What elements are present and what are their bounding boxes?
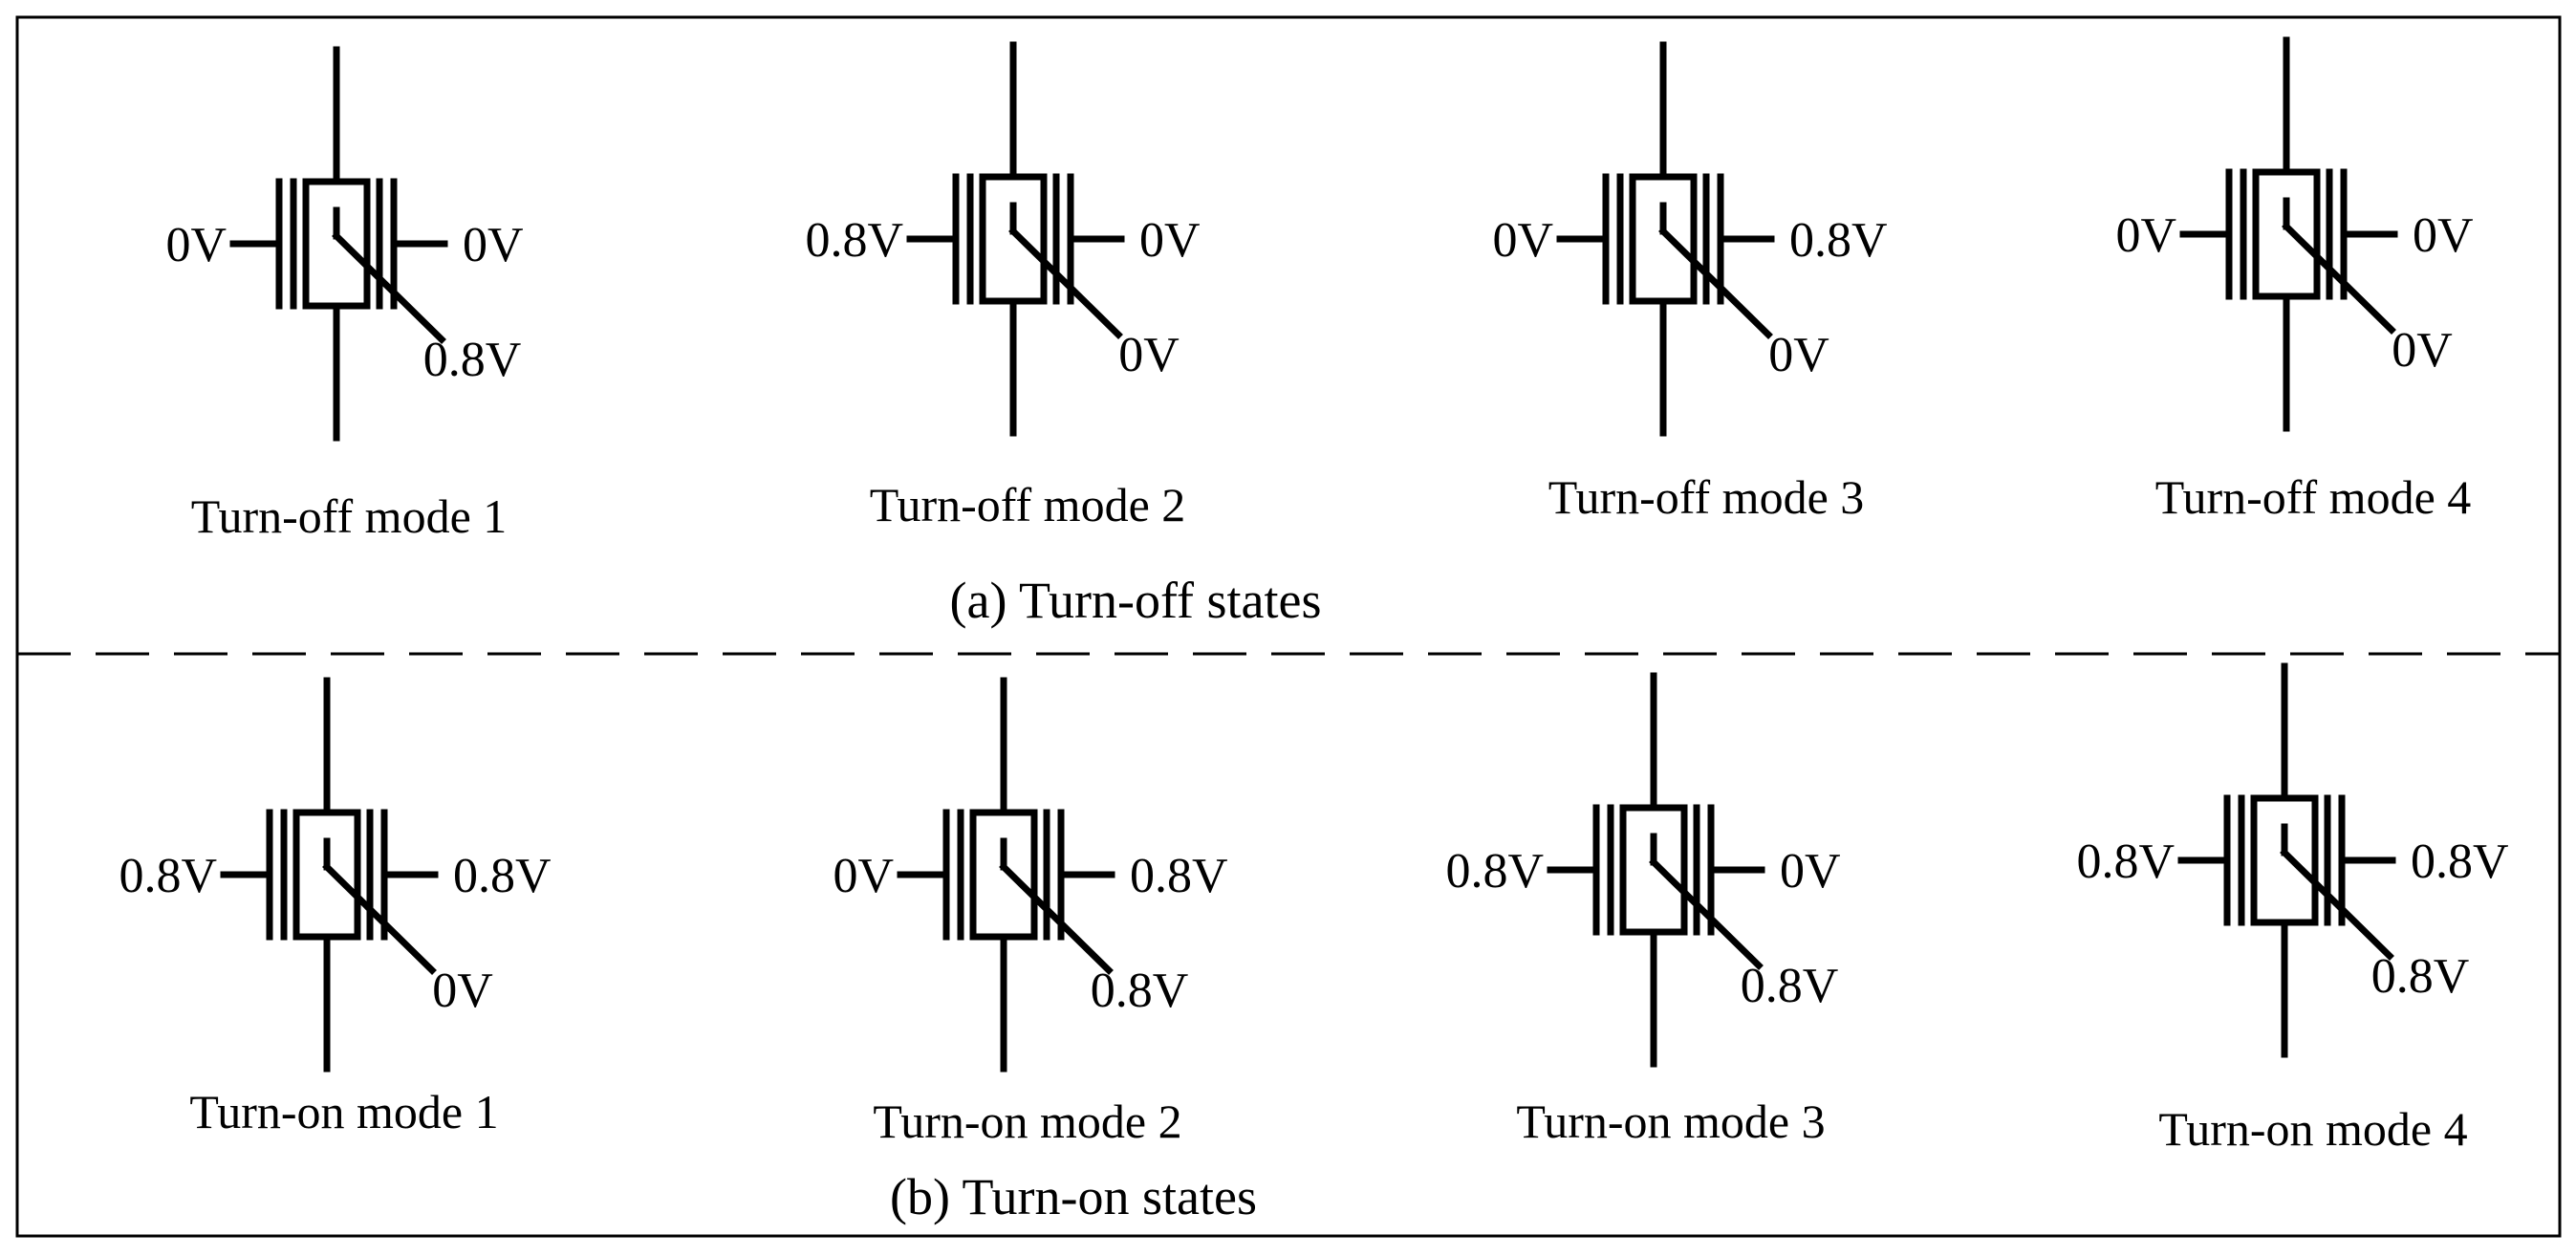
left-voltage-label: 0.8V <box>2076 834 2175 889</box>
right-voltage-label: 0.8V <box>1789 213 1888 268</box>
mode-label: Turn-off mode 3 <box>1548 470 1865 524</box>
right-voltage-label: 0.8V <box>2411 834 2509 889</box>
right-voltage-label: 0V <box>463 218 524 272</box>
section-caption-turn-on: (b) Turn-on states <box>890 1168 1257 1225</box>
channel-body <box>302 178 371 310</box>
right-voltage-label: 0V <box>1780 844 1841 899</box>
transistor-symbol: 0V 0.8V 0.8V Turn-on mode 2 <box>833 677 1228 1148</box>
channel-body <box>292 809 361 941</box>
channel-body <box>2250 794 2319 926</box>
transistor-symbol: 0.8V 0V 0V Turn-off mode 2 <box>805 41 1201 531</box>
section-caption-turn-off: (a) Turn-off states <box>950 572 1322 629</box>
mode-label: Turn-on mode 3 <box>1516 1094 1825 1148</box>
mode-label: Turn-on mode 4 <box>2158 1102 2467 1156</box>
transistor-symbol: 0.8V 0.8V 0V Turn-on mode 1 <box>119 677 552 1138</box>
lower-right-voltage-label: 0V <box>432 964 493 1018</box>
left-voltage-label: 0V <box>1492 213 1553 268</box>
left-voltage-label: 0.8V <box>1445 844 1544 899</box>
right-voltage-label: 0.8V <box>1130 849 1228 903</box>
lower-right-voltage-label: 0.8V <box>1091 964 1189 1018</box>
right-voltage-label: 0.8V <box>453 849 552 903</box>
transistor-symbol: 0V 0V 0V Turn-off mode 4 <box>2115 36 2474 524</box>
control-terminal-lead <box>999 862 1114 975</box>
control-terminal-lead <box>1658 227 1773 339</box>
right-voltage-label: 0V <box>1139 213 1201 268</box>
mode-label: Turn-on mode 2 <box>873 1094 1181 1148</box>
lower-right-voltage-label: 0V <box>1118 328 1180 382</box>
mode-label: Turn-on mode 1 <box>189 1085 498 1138</box>
control-terminal-lead <box>1008 227 1123 339</box>
transistor-symbol: 0V 0V 0.8V Turn-off mode 1 <box>165 46 524 543</box>
lower-right-voltage-label: 0.8V <box>2371 949 2470 1004</box>
device-group: 0V 0V 0.8V Turn-off mode 1 0.8V 0V 0V Turn-off … <box>119 36 2509 1156</box>
channel-body <box>1619 804 1688 936</box>
outer-frame <box>15 15 2562 1238</box>
lower-right-voltage-label: 0V <box>2392 323 2453 378</box>
left-voltage-label: 0V <box>833 849 894 903</box>
lower-right-voltage-label: 0.8V <box>1741 959 1839 1013</box>
channel-body <box>979 173 1048 305</box>
left-voltage-label: 0V <box>2115 208 2176 263</box>
control-terminal-lead <box>2280 848 2394 961</box>
lower-right-voltage-label: 0V <box>1768 328 1829 382</box>
channel-body <box>969 809 1038 941</box>
right-voltage-label: 0V <box>2413 208 2474 263</box>
mode-label: Turn-off mode 2 <box>870 478 1186 531</box>
transistor-symbol: 0.8V 0.8V 0.8V Turn-on mode 4 <box>2076 662 2509 1156</box>
left-voltage-label: 0V <box>165 218 227 272</box>
transistor-symbol: 0V 0.8V 0V Turn-off mode 3 <box>1492 41 1888 524</box>
mode-label: Turn-off mode 1 <box>191 489 508 543</box>
mode-label: Turn-off mode 4 <box>2155 470 2472 524</box>
control-terminal-lead <box>1649 857 1764 970</box>
channel-body <box>1629 173 1698 305</box>
control-terminal-lead <box>322 862 437 975</box>
left-voltage-label: 0.8V <box>119 849 217 903</box>
channel-body <box>2252 168 2321 300</box>
lower-right-voltage-label: 0.8V <box>423 333 522 387</box>
control-terminal-lead <box>332 231 446 344</box>
left-voltage-label: 0.8V <box>805 213 903 268</box>
transistor-symbol: 0.8V 0V 0.8V Turn-on mode 3 <box>1445 672 1841 1148</box>
control-terminal-lead <box>2282 222 2396 335</box>
